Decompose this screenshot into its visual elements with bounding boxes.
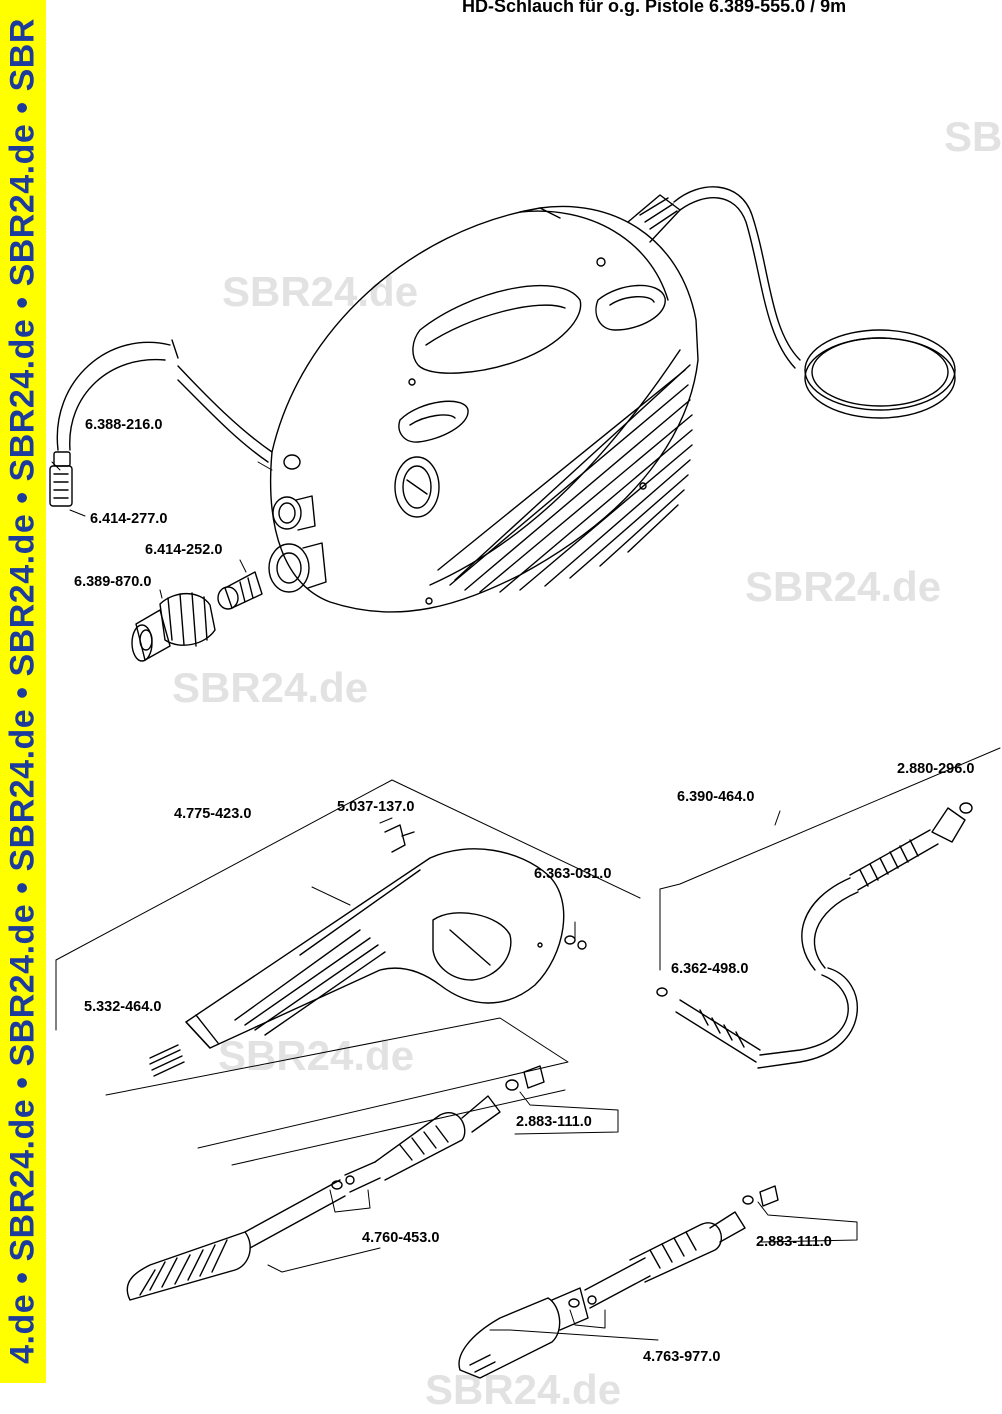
exploded-parts-diagram <box>0 0 1002 1383</box>
part-label-clip: 5.037-137.0 <box>337 799 415 815</box>
part-label-hose-oring-bottom: 6.362-498.0 <box>671 961 749 977</box>
spray-lance <box>127 1066 544 1300</box>
part-label-spring: 5.332-464.0 <box>84 999 162 1015</box>
watermark: SBR24.de <box>222 268 419 315</box>
watermark: SBR24.de <box>745 563 942 610</box>
rotor-lance <box>459 1186 778 1378</box>
part-label-spray-lance: 4.760-453.0 <box>362 1230 440 1246</box>
page-title: HD-Schlauch für o.g. Pistole 6.389-555.0… <box>462 0 847 16</box>
watermark: SBR24.de <box>172 664 369 711</box>
watermark: SBR24.de <box>218 1032 415 1079</box>
pressure-washer-unit <box>269 187 955 612</box>
watermark: SBR <box>944 113 1002 160</box>
side-banner: 4.de • SBR24.de • SBR24.de • SBR24.de • … <box>0 0 46 1383</box>
part-label-oring-set: 6.363-031.0 <box>534 866 612 882</box>
part-label-hp-hose: 6.390-464.0 <box>677 789 755 805</box>
suction-hose <box>50 340 272 506</box>
part-label-rotor-lance: 4.763-977.0 <box>643 1349 721 1365</box>
high-pressure-hose <box>657 803 972 1068</box>
part-label-coupling-adapter: 6.414-252.0 <box>145 542 223 558</box>
part-label-hose-oring-top: 2.880-296.0 <box>897 761 975 777</box>
part-label-nozzle-seal-2: 2.883-111.0 <box>756 1234 832 1250</box>
coupling-parts <box>132 572 262 661</box>
part-label-garden-coupling: 6.389-870.0 <box>74 574 152 590</box>
part-label-gun: 4.775-423.0 <box>174 806 252 822</box>
part-label-suction-hose: 6.388-216.0 <box>85 417 163 433</box>
leader-lines <box>52 462 1000 1340</box>
part-label-filter: 6.414-277.0 <box>90 511 168 527</box>
part-label-nozzle-seal-1: 2.883-111.0 <box>516 1114 592 1130</box>
spray-gun <box>150 825 586 1076</box>
